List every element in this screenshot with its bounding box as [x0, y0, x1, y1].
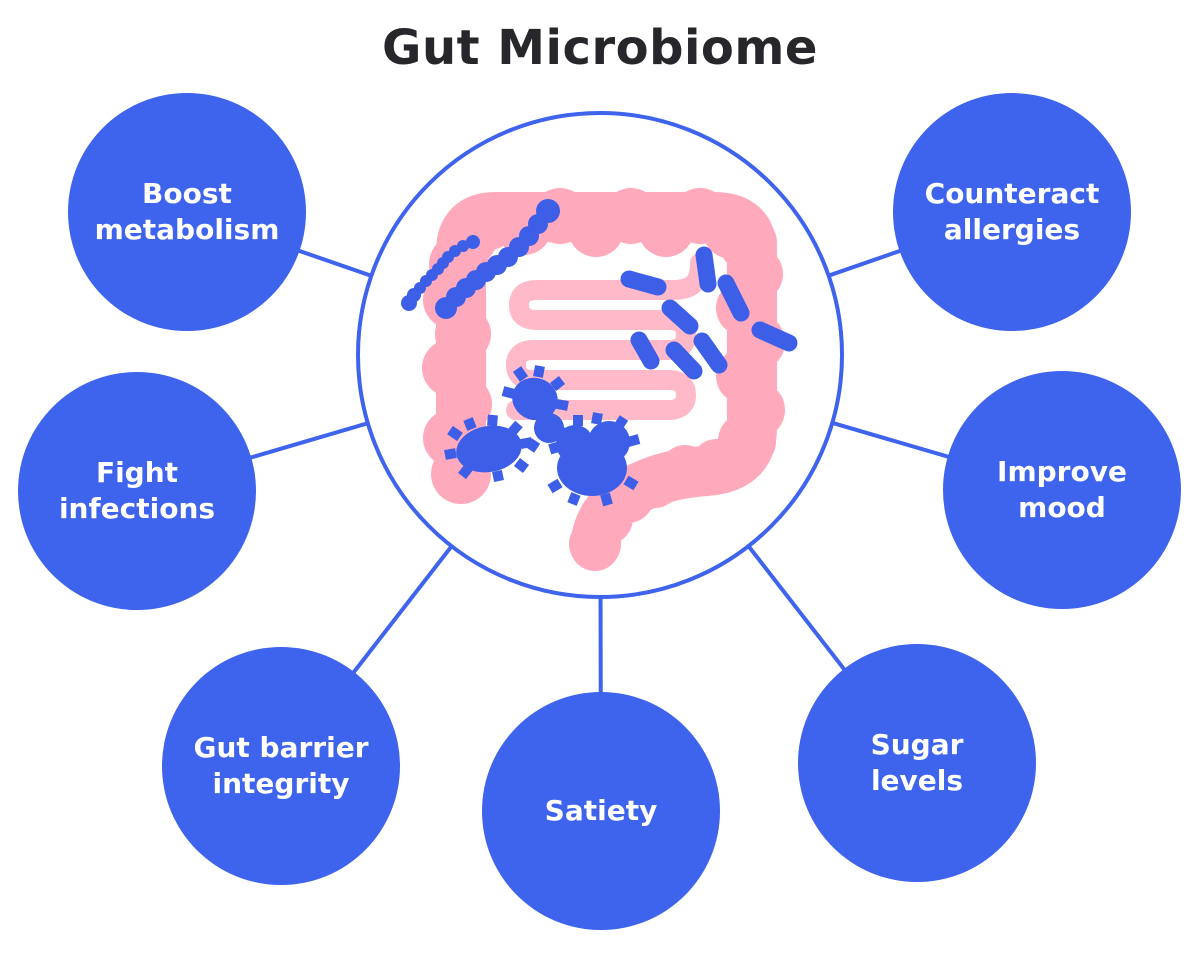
node-gut-barrier-integrity: Gut barrier integrity — [162, 647, 400, 885]
node-counteract-allergies: Counteract allergies — [893, 93, 1131, 331]
colon-bumps — [422, 188, 785, 570]
spiky-microbe-right-icon — [547, 412, 641, 507]
node-label: Gut barrier integrity — [193, 730, 369, 800]
node-sugar-levels: Sugar levels — [798, 644, 1036, 882]
node-label: Fight infections — [58, 455, 216, 525]
node-label: Counteract allergies — [924, 176, 1100, 246]
node-improve-mood: Improve mood — [943, 371, 1181, 609]
intestines-with-bacteria-icon — [401, 188, 798, 571]
node-fight-infections: Fight infections — [18, 372, 256, 610]
spiky-microbe-left-icon — [444, 414, 533, 482]
bacilli-rods-icon — [620, 246, 798, 380]
node-label: Improve mood — [997, 454, 1127, 524]
node-boost-metabolism: Boost metabolism — [68, 93, 306, 331]
node-label: Boost metabolism — [94, 176, 280, 246]
node-label: Satiety — [544, 793, 658, 827]
large-intestine-shape — [422, 188, 785, 571]
page-title: Gut Microbiome — [382, 20, 818, 76]
cocci-chain-small-icon — [401, 235, 480, 311]
node-label: Sugar levels — [870, 727, 964, 797]
cocci-chain-large-icon — [435, 199, 560, 319]
node-satiety: Satiety — [482, 692, 720, 930]
